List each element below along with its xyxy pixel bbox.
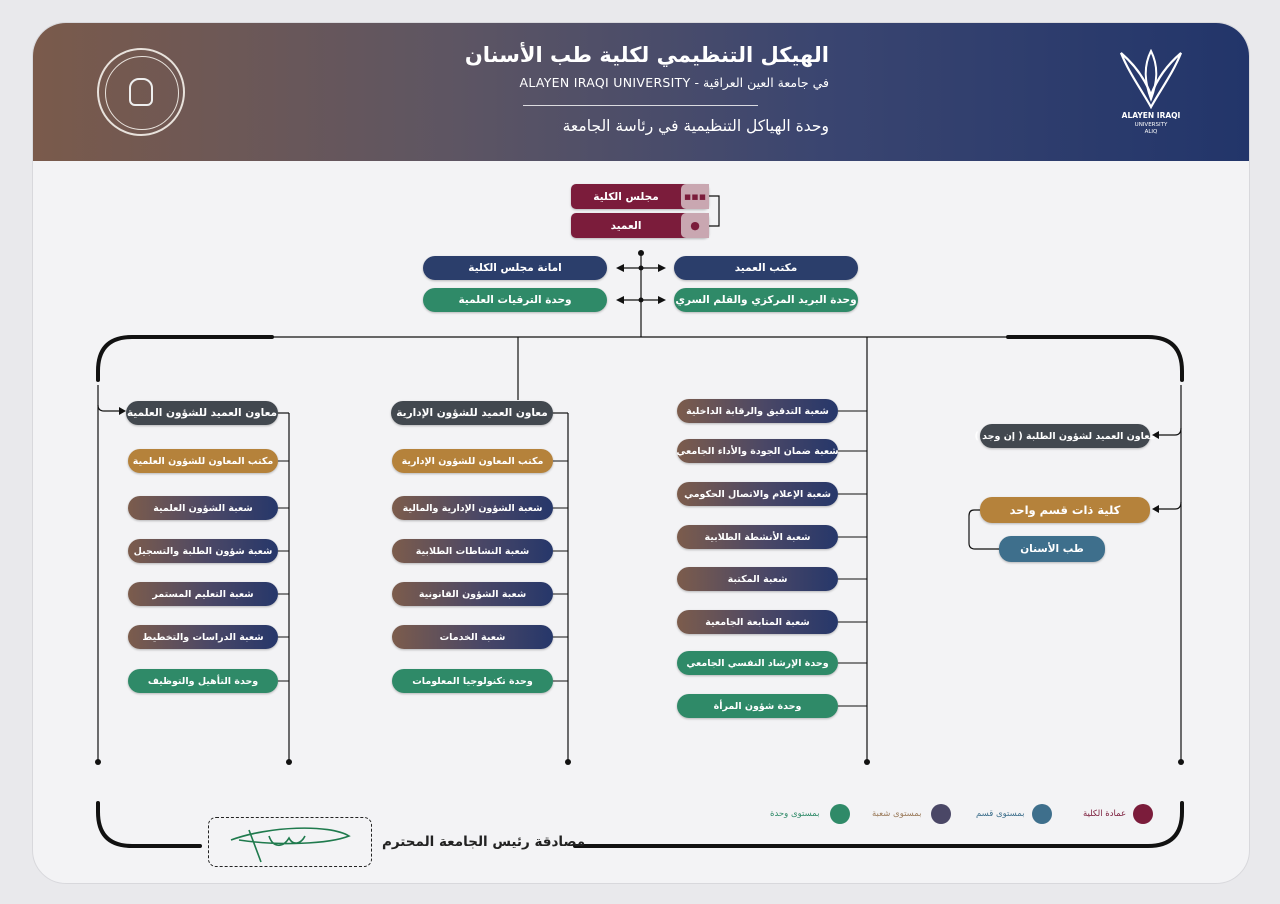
dean-box[interactable]: ● العميد bbox=[571, 213, 709, 238]
legend-unit: بمستوى وحدة bbox=[770, 809, 820, 819]
council-box[interactable]: ▪▪▪ مجلس الكلية bbox=[571, 184, 709, 209]
signature-icon bbox=[230, 827, 351, 863]
list-item[interactable]: وحدة شؤون المرأة bbox=[677, 694, 838, 718]
promotions-unit-box[interactable]: وحدة الترقيات العلمية bbox=[423, 288, 607, 312]
list-item[interactable]: شعبة الشؤون القانونية bbox=[392, 582, 553, 606]
logo-name: ALAYEN IRAQI bbox=[1121, 111, 1181, 120]
legend-dot-division bbox=[931, 804, 951, 824]
list-item[interactable]: شعبة التعليم المستمر bbox=[128, 582, 278, 606]
logo-line3: ALIQ bbox=[1144, 129, 1158, 135]
unit-title: وحدة الهياكل التنظيمية في رئاسة الجامعة bbox=[562, 117, 829, 135]
list-item[interactable]: شعبة المكتبة bbox=[677, 567, 838, 591]
legend-dot-deanship bbox=[1133, 804, 1153, 824]
header-divider bbox=[523, 105, 758, 106]
person-icon: ● bbox=[681, 213, 709, 238]
list-item[interactable]: مكتب المعاون للشؤون الإدارية bbox=[392, 449, 553, 473]
scientific-head-box[interactable]: معاون العميد للشؤون العلمية bbox=[126, 401, 278, 425]
list-item[interactable]: شعبة ضمان الجودة والأداء الجامعي bbox=[676, 439, 839, 463]
group-icon: ▪▪▪ bbox=[681, 184, 709, 209]
legend-dot-unit bbox=[830, 804, 850, 824]
legend-dot-department bbox=[1032, 804, 1052, 824]
dentistry-dept-box[interactable]: طب الأسنان bbox=[999, 536, 1105, 562]
single-dept-box[interactable]: كلية ذات قسم واحد bbox=[980, 497, 1150, 523]
mail-unit-box[interactable]: وحدة البريد المركزي والقلم السري bbox=[674, 288, 858, 312]
logo-leaf-icon bbox=[1119, 49, 1183, 109]
dean-office-box[interactable]: مكتب العميد bbox=[674, 256, 858, 280]
legend-deanship: عمادة الكلية bbox=[1083, 809, 1127, 819]
college-seal bbox=[97, 48, 185, 136]
university-logo: ALAYEN IRAQI UNIVERSITY ALIQ bbox=[1115, 49, 1187, 141]
list-item[interactable]: وحدة الإرشاد النفسي الجامعي bbox=[677, 651, 838, 675]
list-item[interactable]: وحدة التأهيل والتوظيف bbox=[128, 669, 278, 693]
logo-line2: UNIVERSITY bbox=[1134, 122, 1168, 128]
list-item[interactable]: شعبة الإعلام والاتصال الحكومي bbox=[677, 482, 838, 506]
page-subtitle: في جامعة العين العراقية - ALAYEN IRAQI U… bbox=[519, 75, 829, 90]
list-item[interactable]: شعبة الخدمات bbox=[392, 625, 553, 649]
council-secretariat-box[interactable]: امانة مجلس الكلية bbox=[423, 256, 607, 280]
council-label: مجلس الكلية bbox=[593, 190, 659, 203]
list-item[interactable]: شعبة الدراسات والتخطيط bbox=[128, 625, 278, 649]
approval-label: مصادقة رئيس الجامعة المحترم bbox=[382, 834, 586, 850]
list-item[interactable]: شعبة التدقيق والرقابة الداخلية bbox=[677, 399, 838, 423]
list-item[interactable]: شعبة المتابعة الجامعية bbox=[677, 610, 838, 634]
list-item[interactable]: شعبة شؤون الطلبة والتسجيل bbox=[128, 539, 278, 563]
list-item[interactable]: شعبة الشؤون العلمية bbox=[128, 496, 278, 520]
legend-department: بمستوى قسم bbox=[976, 809, 1025, 819]
tooth-icon bbox=[129, 78, 153, 106]
list-item[interactable]: شعبة الشؤون الإدارية والمالية bbox=[392, 496, 553, 520]
list-item[interactable]: مكتب المعاون للشؤون العلمية bbox=[128, 449, 278, 473]
signature-box bbox=[208, 817, 372, 867]
student-affairs-box[interactable]: معاون العميد لشؤون الطلبة ( إن وجد ) bbox=[975, 424, 1155, 448]
list-item[interactable]: شعبة الأنشطة الطلابية bbox=[677, 525, 838, 549]
legend-division: بمستوى شعبة bbox=[872, 809, 922, 819]
page-title: الهيكل التنظيمي لكلية طب الأسنان bbox=[464, 43, 829, 67]
admin-head-box[interactable]: معاون العميد للشؤون الإدارية bbox=[391, 401, 553, 425]
list-item[interactable]: شعبة النشاطات الطلابية bbox=[392, 539, 553, 563]
header-banner: الهيكل التنظيمي لكلية طب الأسنان في جامع… bbox=[33, 23, 1249, 161]
list-item[interactable]: وحدة تكنولوجيا المعلومات bbox=[392, 669, 553, 693]
dean-label: العميد bbox=[610, 219, 642, 232]
